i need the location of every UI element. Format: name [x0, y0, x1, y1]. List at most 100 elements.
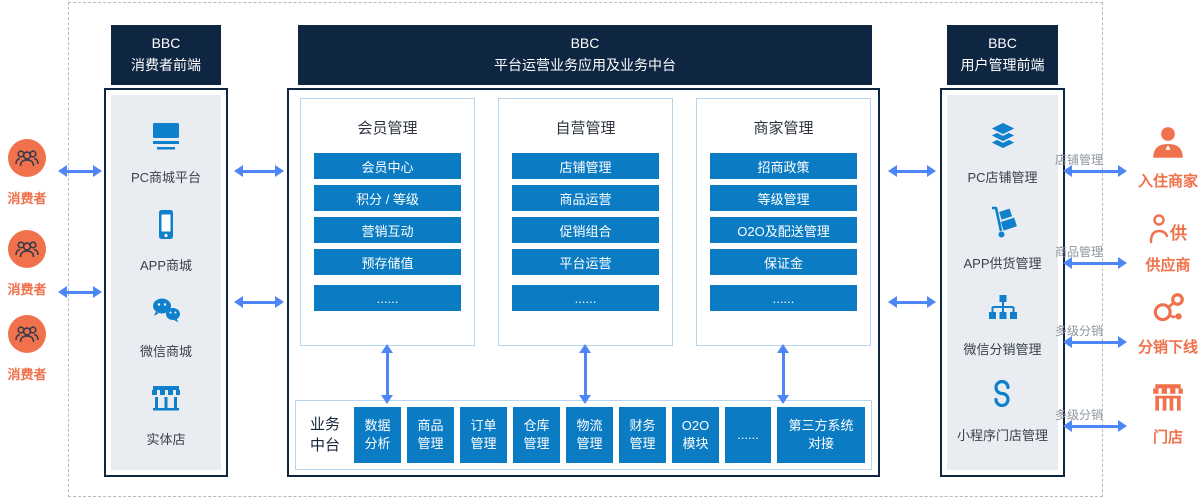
consumer-frontend-header: BBC 消费者前端: [111, 25, 221, 85]
double-arrow-v: [777, 344, 789, 404]
relation-label: 多级分销: [1054, 324, 1103, 338]
user-mgmt-frontend-panel: PC店铺管理 APP供货管理 微信分销管理: [940, 88, 1065, 477]
double-arrow-h: [234, 296, 284, 308]
panel-item-label: 微信商城: [139, 344, 192, 359]
desktop-icon: [153, 123, 179, 150]
miniprogram-icon: [993, 379, 1010, 408]
wechat-icon: [153, 298, 180, 323]
consumers-icon: [8, 230, 46, 268]
column-title: 商家管理: [753, 120, 814, 137]
column-button[interactable]: 积分 / 等级: [314, 185, 461, 211]
double-arrow-h: [58, 165, 102, 177]
entity-label: 供应商: [1145, 257, 1191, 274]
column-button[interactable]: 等级管理: [710, 185, 857, 211]
column-button[interactable]: ......: [314, 285, 461, 311]
dashed-boundary: [68, 2, 1103, 497]
panel-item-app-mall: APP商城: [106, 207, 226, 274]
module-box[interactable]: 物流 管理: [566, 407, 613, 463]
double-arrow-h: [1063, 165, 1127, 177]
business-middle-platform: 业务 中台 数据 分析 商品 管理 订单 管理 仓库 管理 物流 管理 财务 管…: [295, 400, 872, 470]
smartphone-icon: [159, 210, 173, 239]
column-title: 自营管理: [555, 120, 616, 137]
double-arrow-h: [58, 286, 102, 298]
panel-item-pc-shop-mgmt: PC店铺管理: [942, 119, 1063, 186]
consumers-icon: [8, 139, 46, 177]
column-button[interactable]: 营销互动: [314, 217, 461, 243]
entity-label: 入住商家: [1137, 173, 1198, 190]
module-box[interactable]: ......: [725, 407, 771, 463]
layers-icon: [987, 121, 1018, 150]
user-mgmt-frontend-header: BBC 用户管理前端: [947, 25, 1058, 85]
consumer-group: 消费者: [4, 315, 50, 383]
column-button[interactable]: ......: [710, 285, 857, 311]
panel-item-miniprogram-store-mgmt: 小程序门店管理: [942, 377, 1063, 444]
column-member-mgmt: 会员管理 会员中心 积分 / 等级 营销互动 预存储值 ......: [300, 98, 475, 346]
consumer-label: 消费者: [7, 367, 47, 382]
panel-item-app-supply-mgmt: APP供货管理: [942, 205, 1063, 272]
module-box[interactable]: 财务 管理: [619, 407, 666, 463]
double-arrow-h: [888, 296, 936, 308]
distribution-icon: [1153, 293, 1184, 322]
panel-inner: [947, 95, 1058, 470]
double-arrow-h: [1063, 420, 1127, 432]
column-button[interactable]: 店铺管理: [512, 153, 659, 179]
column-button[interactable]: O2O及配送管理: [710, 217, 857, 243]
shop-icon: [1153, 384, 1183, 411]
consumer-group: 消费者: [4, 230, 50, 298]
platform-panel: 会员管理 会员中心 积分 / 等级 营销互动 预存储值 ...... 自营管理 …: [287, 88, 880, 477]
column-button[interactable]: 平台运营: [512, 249, 659, 275]
consumer-frontend-panel: PC商城平台 APP商城 微信商城: [104, 88, 228, 477]
double-arrow-h: [888, 165, 936, 177]
double-arrow-v: [381, 344, 393, 404]
consumer-label: 消费者: [7, 191, 47, 206]
module-box[interactable]: O2O 模块: [672, 407, 719, 463]
column-button[interactable]: 预存储值: [314, 249, 461, 275]
module-box[interactable]: 商品 管理: [407, 407, 454, 463]
svg-text:供: 供: [1169, 223, 1187, 243]
consumer-label: 消费者: [7, 282, 47, 297]
column-self-operation-mgmt: 自营管理 店铺管理 商品运营 促销组合 平台运营 ......: [498, 98, 673, 346]
panel-item-label: PC商城平台: [130, 170, 202, 185]
relation-label: 多级分销: [1054, 408, 1103, 422]
panel-item-pc-mall: PC商城平台: [106, 119, 226, 186]
panel-item-wechat-mall: 微信商城: [106, 293, 226, 360]
business-middle-platform-label: 业务 中台: [309, 416, 340, 454]
panel-item-label: 实体店: [146, 432, 186, 447]
merchant-icon: [1153, 127, 1183, 158]
panel-item-label: APP商城: [139, 258, 192, 273]
double-arrow-v: [579, 344, 591, 404]
column-button[interactable]: 商品运营: [512, 185, 659, 211]
entity-distributor: 分销下线: [1133, 290, 1200, 357]
module-box[interactable]: 仓库 管理: [513, 407, 560, 463]
hierarchy-icon: [988, 295, 1017, 319]
double-arrow-h: [1063, 257, 1127, 269]
column-button[interactable]: 促销组合: [512, 217, 659, 243]
column-button[interactable]: 会员中心: [314, 153, 461, 179]
entity-merchant: 入住商家: [1133, 124, 1200, 191]
panel-item-label: PC店铺管理: [967, 170, 1038, 185]
entity-label: 分销下线: [1137, 339, 1198, 356]
column-merchant-mgmt: 商家管理 招商政策 等级管理 O2O及配送管理 保证金 ......: [696, 98, 871, 346]
entity-label: 门店: [1152, 429, 1183, 446]
platform-header: BBC 平台运营业务应用及业务中台: [298, 25, 872, 85]
column-button[interactable]: ......: [512, 285, 659, 311]
panel-item-wechat-distribution-mgmt: 微信分销管理: [942, 291, 1063, 358]
panel-item-label: 微信分销管理: [963, 342, 1042, 357]
relation-label: 店铺管理: [1054, 153, 1103, 167]
column-title: 会员管理: [357, 120, 418, 137]
panel-item-label: APP供货管理: [963, 256, 1042, 271]
module-box[interactable]: 订单 管理: [460, 407, 507, 463]
column-button[interactable]: 保证金: [710, 249, 857, 275]
panel-item-label: 小程序门店管理: [956, 428, 1048, 443]
supplier-icon: 供: [1149, 214, 1187, 244]
column-button[interactable]: 招商政策: [710, 153, 857, 179]
double-arrow-h: [234, 165, 284, 177]
consumer-group: 消费者: [4, 139, 50, 207]
module-box[interactable]: 第三方系统 对接: [777, 407, 865, 463]
double-arrow-h: [1063, 336, 1127, 348]
entity-store: 门店: [1133, 380, 1200, 447]
module-box[interactable]: 数据 分析: [354, 407, 401, 463]
trolley-icon: [991, 206, 1017, 238]
consumers-icon: [8, 315, 46, 353]
